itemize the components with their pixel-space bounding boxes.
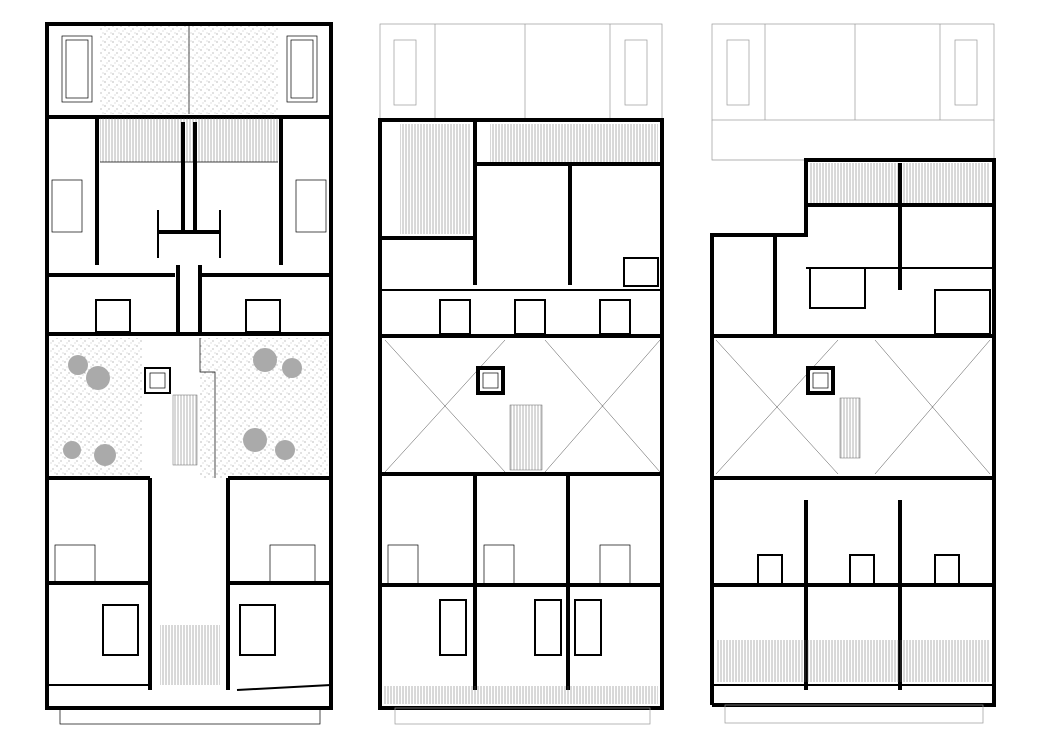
ground-floor-plan <box>45 22 333 725</box>
open-hall <box>384 339 661 473</box>
second-floor-plan <box>710 23 996 724</box>
planting <box>63 348 302 466</box>
open-hall <box>715 339 991 475</box>
first-floor-plan <box>378 23 664 725</box>
